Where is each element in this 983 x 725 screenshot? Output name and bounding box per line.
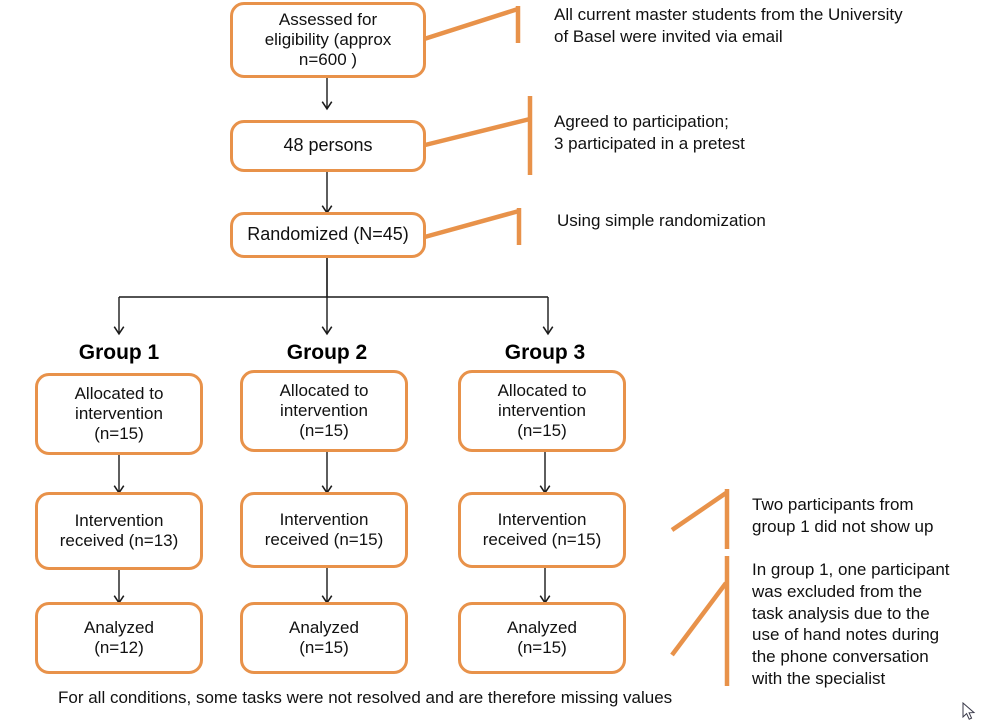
node-group3-analyzed[interactable]: Analyzed (n=15)	[458, 602, 626, 674]
node-group1-intervention-received[interactable]: Intervention received (n=13)	[35, 492, 203, 570]
footer-note-missing-values: For all conditions, some tasks were not …	[58, 688, 673, 707]
node-group2-allocated[interactable]: Allocated to intervention (n=15)	[240, 370, 408, 452]
note-excluded-participant: In group 1, one participant was excluded…	[752, 560, 950, 688]
group-title-3: Group 3	[504, 341, 586, 364]
group-title-2: Group 2	[286, 341, 368, 364]
note-simple-randomization: Using simple randomization	[557, 211, 766, 230]
node-randomized[interactable]: Randomized (N=45)	[230, 212, 426, 258]
node-group2-intervention-received[interactable]: Intervention received (n=15)	[240, 492, 408, 568]
node-group3-allocated[interactable]: Allocated to intervention (n=15)	[458, 370, 626, 452]
node-group3-intervention-received[interactable]: Intervention received (n=15)	[458, 492, 626, 568]
note-agreed-to-participation: Agreed to participation; 3 participated …	[554, 112, 745, 153]
group-title-1: Group 1	[78, 341, 160, 364]
mouse-cursor-icon	[962, 702, 976, 720]
note-eligibility-invitation: All current master students from the Uni…	[554, 5, 903, 46]
node-group1-allocated[interactable]: Allocated to intervention (n=15)	[35, 373, 203, 455]
note-no-show: Two participants from group 1 did not sh…	[752, 495, 934, 536]
node-group2-analyzed[interactable]: Analyzed (n=15)	[240, 602, 408, 674]
node-48-persons[interactable]: 48 persons	[230, 120, 426, 172]
node-group1-analyzed[interactable]: Analyzed (n=12)	[35, 602, 203, 674]
node-assessed-for-eligibility[interactable]: Assessed for eligibility (approx n=600 )	[230, 2, 426, 78]
